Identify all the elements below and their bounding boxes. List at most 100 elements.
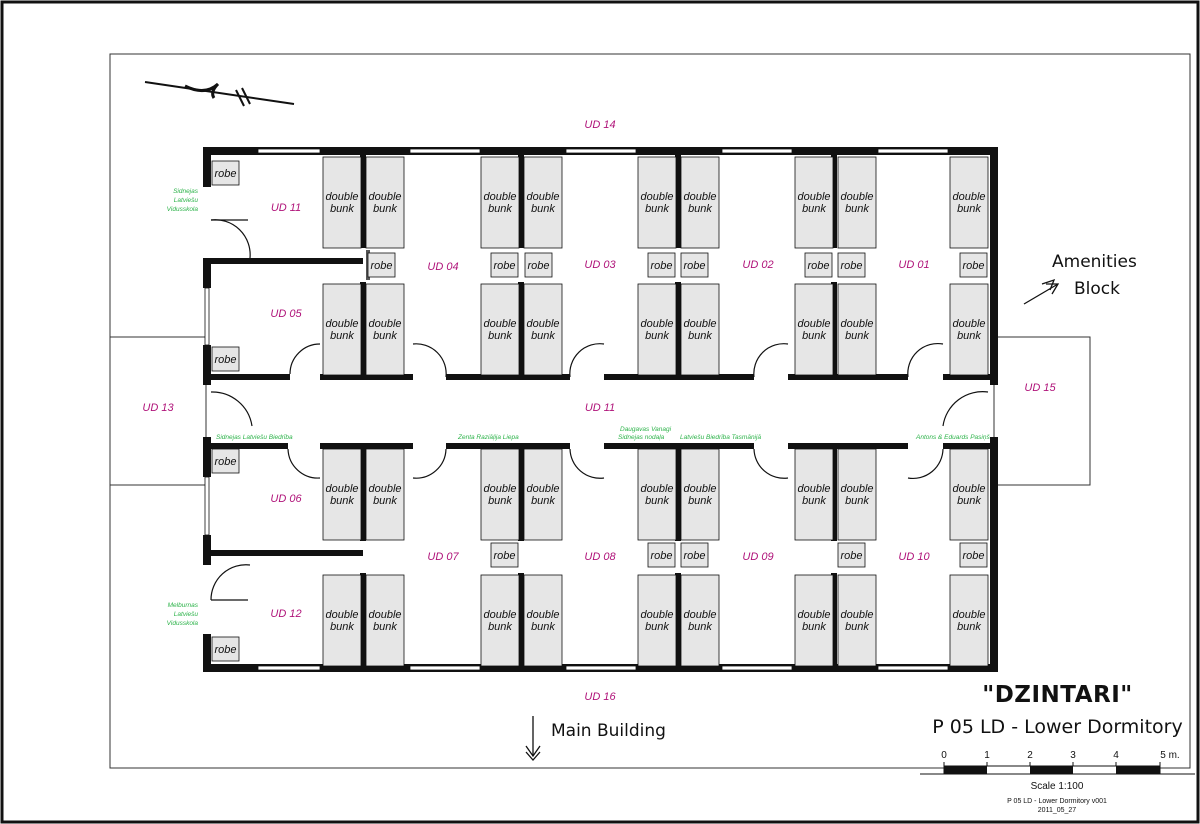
robe-label: robe: [214, 644, 236, 656]
robe: robe: [211, 160, 240, 186]
scale-tick-2: 2: [1027, 750, 1033, 761]
bunk-label: bunk: [645, 203, 669, 215]
scale-tick-1: 1: [984, 750, 990, 761]
doors: [210, 219, 989, 601]
robe: robe: [837, 252, 866, 278]
label-ud12: UD 12: [270, 608, 301, 620]
annex-left: [109, 336, 207, 486]
sponsor-6: Antons & Eduards Pasiņš: [915, 434, 990, 441]
robe-label: robe: [493, 550, 515, 562]
bunk-label: double: [640, 318, 673, 330]
bunk-label: bunk: [802, 621, 826, 633]
bunk-label: double: [483, 191, 516, 203]
robe-label: robe: [650, 260, 672, 272]
label-ud09: UD 09: [742, 551, 773, 563]
bunk-label: bunk: [802, 203, 826, 215]
bunk-label: double: [526, 483, 559, 495]
bunk-label: double: [526, 191, 559, 203]
amenities-arrow-icon: [1023, 278, 1060, 305]
label-ud03: UD 03: [584, 259, 616, 271]
robe-label: robe: [683, 550, 705, 562]
sponsor-4-line2: Sidnejas nodaļa: [618, 434, 665, 441]
sponsor-4-line1: Daugavas Vanagi: [620, 426, 672, 433]
scale-tick-5: 5 m.: [1160, 750, 1179, 761]
bunk-label: bunk: [531, 330, 555, 342]
main-building-arrow-icon: [525, 716, 541, 761]
bunk-label: double: [640, 191, 673, 203]
robe: robe: [680, 252, 709, 278]
drawing-subtitle: P 05 LD - Lower Dormitory: [932, 716, 1183, 738]
scale-bar: 0 1 2 3 4 5 m. Scale 1:100 P 05 LD - Low…: [920, 750, 1195, 814]
robe-label: robe: [214, 354, 236, 366]
bunk-label: bunk: [373, 330, 397, 342]
bunk-label: double: [683, 318, 716, 330]
bunk-label: double: [368, 318, 401, 330]
sponsor-7-line1: Melburnas: [168, 602, 199, 609]
bunk-label: double: [797, 483, 830, 495]
bunk-label: bunk: [645, 621, 669, 633]
robe-label: robe: [840, 260, 862, 272]
bunk-label: bunk: [845, 203, 869, 215]
robe-group: robe robe robe robe robe robe robe robe robe robe…: [211, 160, 988, 662]
bunk-label: bunk: [373, 621, 397, 633]
robe-label: robe: [370, 260, 392, 272]
scale-tick-3: 3: [1070, 750, 1076, 761]
bunk-label: double: [325, 483, 358, 495]
north-arrow-icon: [144, 81, 295, 107]
bunk-label: double: [952, 318, 985, 330]
robe: robe: [804, 252, 833, 278]
robe: robe: [490, 542, 519, 568]
unit-labels: UD 14 UD 11 UD 05 UD 04 UD 03 UD 02 UD 0…: [142, 119, 1056, 703]
bunk-label: double: [683, 609, 716, 621]
label-ud06: UD 06: [270, 493, 302, 505]
label-ud16: UD 16: [584, 691, 616, 703]
bunk-label: double: [797, 318, 830, 330]
robe: robe: [211, 346, 240, 372]
label-ud11-corridor: UD 11: [585, 402, 615, 414]
label-ud13: UD 13: [142, 402, 174, 414]
robe-label: robe: [807, 260, 829, 272]
label-ud08: UD 08: [584, 551, 616, 563]
bunk-label: double: [952, 483, 985, 495]
bunk-label: double: [368, 191, 401, 203]
bunk-label: bunk: [845, 330, 869, 342]
robe: robe: [647, 542, 676, 568]
robe-label: robe: [962, 550, 984, 562]
sponsor-labels: Sidnejas Latviešu Vidusskola Sidnejas La…: [167, 188, 991, 627]
bunk-label: bunk: [957, 621, 981, 633]
robe: robe: [959, 542, 988, 568]
bunk-label: bunk: [330, 330, 354, 342]
bunk-label: double: [640, 609, 673, 621]
sponsor-1-line2: Latviešu: [174, 197, 199, 204]
scale-tick-4: 4: [1113, 750, 1119, 761]
bunk-label: bunk: [488, 203, 512, 215]
robe: robe: [367, 252, 396, 278]
bunk-label: double: [683, 191, 716, 203]
bunk-label: bunk: [531, 495, 555, 507]
sponsor-7-line3: Vidusskola: [167, 620, 199, 627]
label-ud15: UD 15: [1024, 382, 1056, 394]
